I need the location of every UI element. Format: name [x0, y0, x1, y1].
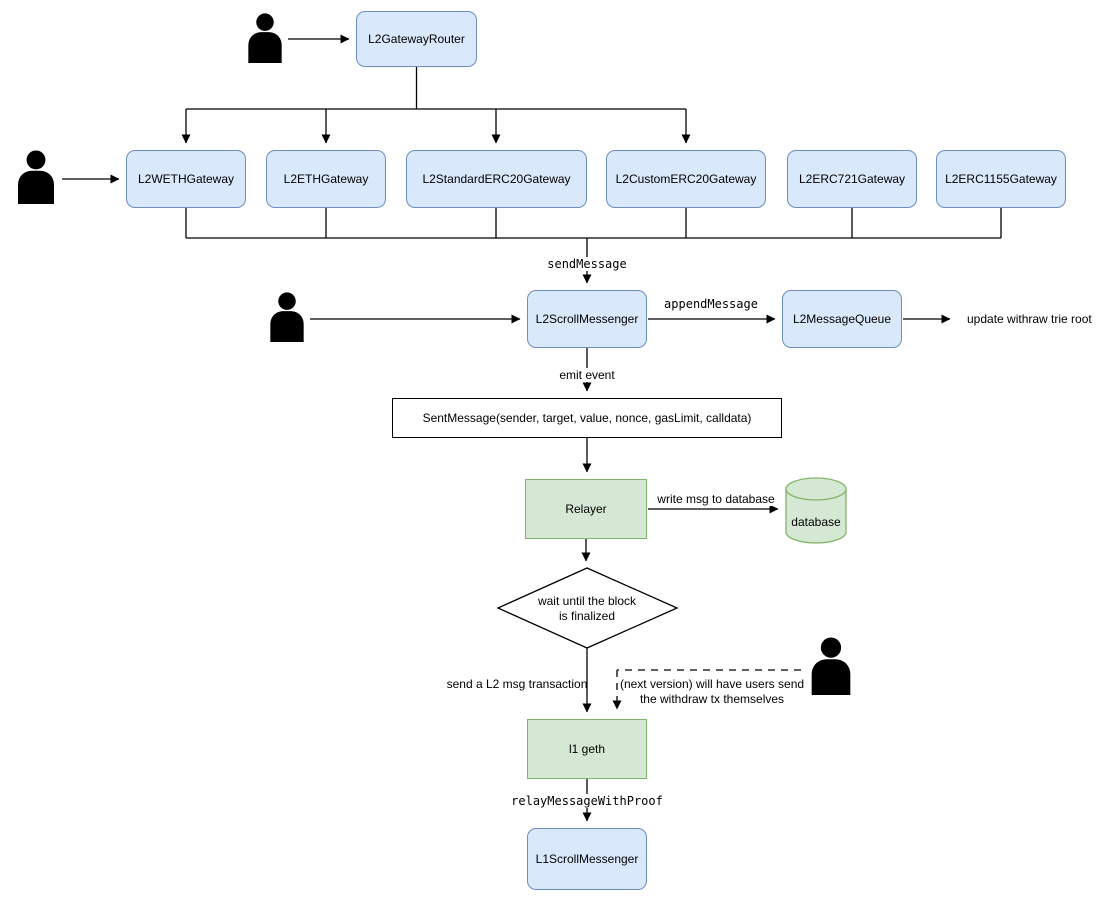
node-l1-geth: l1 geth [527, 719, 647, 779]
user-icon [14, 150, 58, 204]
dashed-connector [612, 669, 801, 710]
user-icon [807, 637, 855, 695]
node-l2-erc721-gateway: L2ERC721Gateway [787, 150, 917, 208]
node-l2-gateway-router: L2GatewayRouter [356, 11, 477, 67]
node-l2-message-queue: L2MessageQueue [782, 290, 902, 348]
node-l1-scroll-messenger: L1ScrollMessenger [527, 828, 647, 890]
node-relayer: Relayer [525, 479, 647, 539]
edge-label-emit-event: emit event [556, 368, 618, 382]
decision-diamond-label-line1: wait until the block [537, 594, 637, 608]
database-cylinder [785, 477, 847, 544]
user-icon [245, 12, 285, 64]
node-sent-message-event: SentMessage(sender, target, value, nonce… [392, 398, 782, 438]
connector-lines [62, 34, 1002, 822]
edge-label-send-l2-msg-transaction: send a L2 msg transaction [446, 677, 588, 691]
node-l2-standard-erc20-gateway: L2StandardERC20Gateway [406, 150, 587, 208]
decision-diamond-label-line2: is finalized [558, 609, 616, 623]
node-l2-erc1155-gateway: L2ERC1155Gateway [936, 150, 1066, 208]
note-update-withraw-trie-root: update withraw trie root [967, 312, 1092, 326]
decision-diamond [496, 567, 679, 649]
edge-label-relay-message-with-proof: relayMessageWithProof [508, 794, 666, 808]
edge-label-append-message: appendMessage [661, 297, 761, 311]
edge-label-send-message: sendMessage [544, 257, 630, 271]
note-next-version-line2: the withdraw tx themselves [639, 692, 785, 706]
database-label: database [791, 515, 841, 529]
edge-label-write-msg-to-database: write msg to database [654, 492, 778, 506]
node-l2-scroll-messenger: L2ScrollMessenger [527, 290, 647, 348]
node-l2-eth-gateway: L2ETHGateway [266, 150, 386, 208]
node-l2-weth-gateway: L2WETHGateway [126, 150, 246, 208]
note-next-version-line1: (next version) will have users send [619, 677, 805, 691]
node-l2-custom-erc20-gateway: L2CustomERC20Gateway [606, 150, 766, 208]
user-icon [266, 292, 308, 342]
